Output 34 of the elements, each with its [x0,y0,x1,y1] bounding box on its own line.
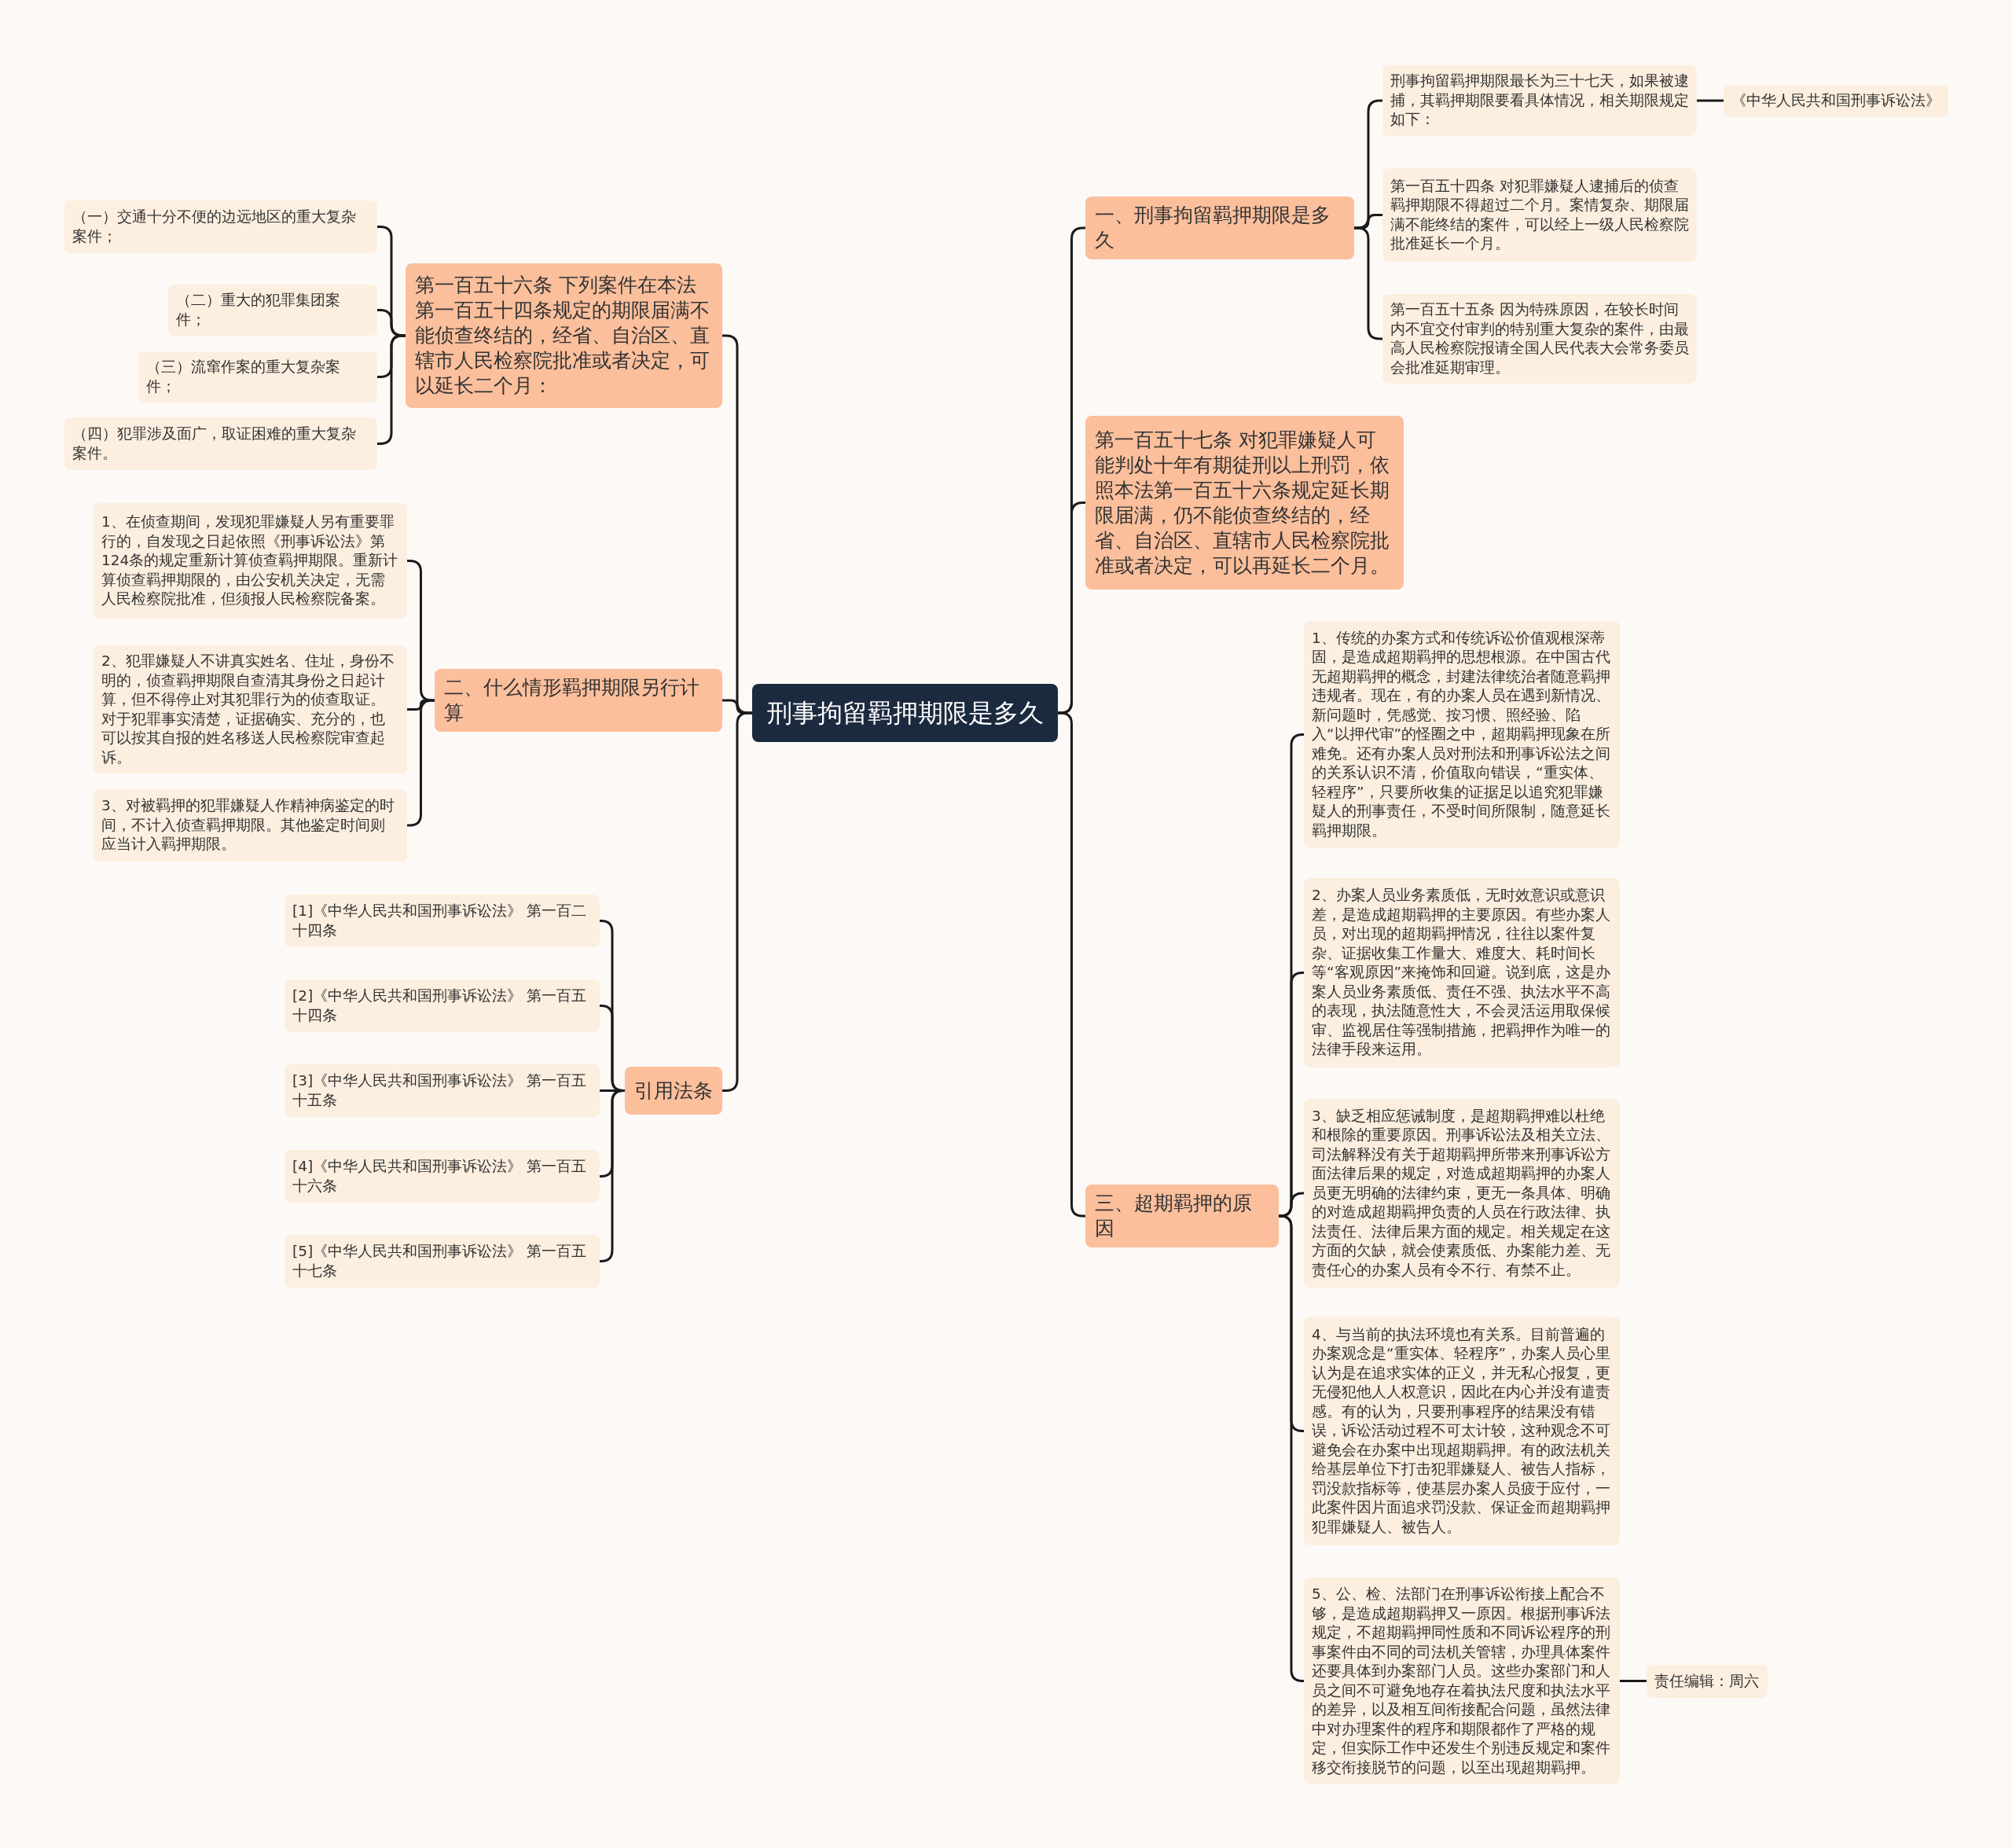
topic-box: 第一百五十六条 下列案件在本法第一百五十四条规定的期限届满不能侦查终结的，经省、自治区、直辖市人民检察院批准或者决定，可以延长二个月： [406,263,722,408]
connector-line [1620,1680,1647,1682]
note-box: [4]《中华人民共和国刑事诉讼法》 第一百五十六条 [285,1150,600,1203]
connector-line [599,1089,626,1262]
note-box: 1、传统的办案方式和传统诉讼价值观根深蒂固，是造成超期羁押的思想根源。在中国古代无超期羁押的概念，封建法律统治者随意羁押违规者。现在，有的办案人员在遇到新情况、新问题时，凭感觉、按习惯、照经验、陷入“以押代审”的怪圈之中，超期羁押现象在所难免。还有办案人员对刑法和刑事诉讼法之间的关系认识不清，价值取向错误，“重实体、轻程序”，只要所收集的证据足以追究犯罪嫌疑人的刑事责任，不受时间所限制，随意延长羁押期限。 [1304,621,1620,848]
note-box: [1]《中华人民共和国刑事诉讼法》 第一百二十四条 [285,895,600,947]
note-box: 《中华人民共和国刑事诉讼法》 [1724,85,1948,117]
note-box: 4、与当前的执法环境也有关系。目前普遍的办案观念是“重实体、轻程序”，办案人员心里认为是在追求实体的正义，并无私心报复，更无侵犯他人人权意识，因此在内心并没有遣责感。有的认为，只要刑事程序的结果没有错误，诉讼活动过程不可太计较，这种观念不可避免会在办案中出现超期羁押。有的政法机关给基层单位下打击犯罪嫌疑人、被告人指标，罚没款指标等，使基层办案人员疲于应付，一此案件因片面追求罚没款、保证金而超期羁押犯罪嫌疑人、被告人。 [1304,1317,1620,1545]
note-box: 2、办案人员业务素质低，无时效意识或意识差，是造成超期羁押的主要原因。有些办案人员，对出现的超期羁押情况，往往以案件复杂、证据收集工作量大、难度大、耗时间长等“客观原因”来掩饰和回避。说到底，这是办案人员业务素质低、责任不强、执法水平不高的表现，执法随意性大，不会灵活运用取保候审、监视居住等强制措施，把羁押作为唯一的法律手段来运用。 [1304,878,1620,1067]
note-box: （一）交通十分不便的边远地区的重大复杂案件； [64,200,377,253]
connector-line [1278,1192,1305,1218]
topic-box: 二、什么情形羁押期限另行计算 [435,669,722,732]
connector-line [722,711,752,1092]
note-box: [2]《中华人民共和国刑事诉讼法》 第一百五十四条 [285,979,600,1032]
note-box: 1、在侦查期间，发现犯罪嫌疑人另有重要罪行的，自发现之日起依照《刑事诉讼法》第124条的规定重新计算侦查羁押期限。重新计算侦查羁押期限的，由公安机关决定，无需人民检察院批准，但须报人民检察院备案。 [94,503,407,619]
note-box: 2、犯罪嫌疑人不讲真实姓名、住址，身份不明的，侦查羁押期限自查清其身份之日起计算，但不得停止对其犯罪行为的侦查取证。对于犯罪事实清楚，证据确实、充分的，也可以按其自报的姓名移送人民检察院审查起诉。 [94,645,407,773]
note-box: 责任编辑：周六 [1647,1665,1768,1698]
note-box: 刑事拘留羁押期限最长为三十七天，如果被逮捕，其羁押期限要看具体情况，相关期限规定如下： [1382,65,1697,136]
topic-box: 一、刑事拘留羁押期限是多久 [1085,197,1354,259]
topic-box: 第一百五十七条 对犯罪嫌疑人可能判处十年有期徒刑以上刑罚，依照本法第一百五十六条规定延长期限届满，仍不能侦查终结的，经省、自治区、直辖市人民检察院批准或者决定，可以再延长二个月。 [1085,416,1404,590]
note-box: （三）流窜作案的重大复杂案件； [138,351,377,402]
topic-box: 引用法条 [625,1067,722,1115]
central-topic-box: 刑事拘留羁押期限是多久 [752,684,1058,742]
note-box: 第一百五十四条 对犯罪嫌疑人逮捕后的侦查羁押期限不得超过二个月。案情复杂、期限届满不能终结的案件，可以经上一级人民检察院批准延长一个月。 [1382,168,1697,262]
note-box: 第一百五十五条 因为特殊原因，在较长时间内不宜交付审判的特别重大复杂的案件，由最高人民检察院报请全国人民代表大会常务委员会批准延期审理。 [1382,294,1697,384]
connector-line [1697,99,1724,102]
note-box: [3]《中华人民共和国刑事诉讼法》 第一百五十五条 [285,1064,600,1117]
note-box: 5、公、检、法部门在刑事诉讼衔接上配合不够，是造成超期羁押又一原因。根据刑事诉法规定，不超期羁押同性质和不同诉讼程序的刑事案件由不同的司法机关管辖，办理具体案件还要具体到办案部门人员。这些办案部门和人员之间不可避免地存在着执法尺度和执法水平的差异，以及相互间衔接配合问题，虽然法律中对办理案件的程序和期限都作了严格的规定，但实际工作中还发生个别违反规定和案件移交衔接脱节的问题，以至出现超期羁押。 [1304,1578,1620,1784]
note-box: [5]《中华人民共和国刑事诉讼法》 第一百五十七条 [285,1235,600,1288]
note-box: 3、缺乏相应惩诫制度，是超期羁押难以杜绝和根除的重要原因。刑事诉讼法及相关立法、司法解释没有关于超期羁押所带来刑事诉讼方面法律后果的规定，对造成超期羁押的办案人员更无明确的法律约束，更无一条具体、明确的对造成超期羁押负责的人员在行政法律、执法责任、法律后果方面的规定。相关规定在这方面的欠缺，就会使素质低、办案能力差、无责任心的办案人员有令不行、有禁不止。 [1304,1099,1620,1288]
note-box: 3、对被羁押的犯罪嫌疑人作精神病鉴定的时间，不计入侦查羁押期限。其他鉴定时间则应当计入羁押期限。 [94,789,407,862]
note-box: （四）犯罪涉及面广，取证困难的重大复杂案件。 [64,417,377,470]
note-box: （二）重大的犯罪集团案件； [168,285,377,336]
topic-box: 三、超期羁押的原因 [1085,1185,1279,1247]
